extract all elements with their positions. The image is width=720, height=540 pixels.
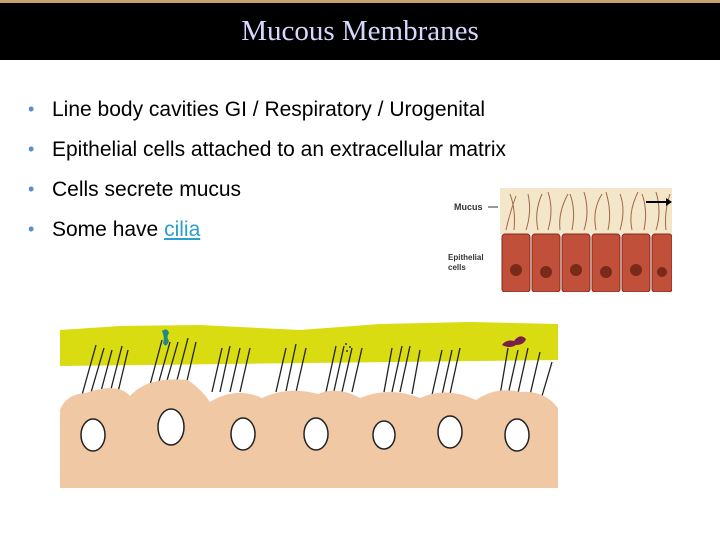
bullet-item: • Some have cilia bbox=[28, 218, 506, 258]
micro-cilia bbox=[505, 191, 671, 231]
bullet-item: • Cells secrete mucus bbox=[28, 178, 506, 218]
micro-arrow-head bbox=[666, 198, 672, 206]
bullet-icon: • bbox=[28, 219, 35, 239]
bullet-icon: • bbox=[28, 179, 35, 199]
epithelium-micrograph: Mucus Epithelial cells bbox=[448, 188, 672, 292]
bullet-icon: • bbox=[28, 139, 35, 159]
mucus-layer bbox=[60, 322, 558, 366]
epithelial-label-line1: Epithelial bbox=[448, 253, 484, 262]
cell-nuclei bbox=[80, 408, 530, 452]
bullet-text: Some have bbox=[52, 218, 165, 241]
cilia-strands bbox=[81, 337, 553, 397]
bullet-text: Line body cavities GI / Respiratory / Ur… bbox=[52, 98, 486, 121]
bullet-item: • Epithelial cells attached to an extrac… bbox=[28, 138, 506, 178]
micro-nuclei bbox=[510, 264, 667, 278]
bullet-list: • Line body cavities GI / Respiratory / … bbox=[28, 98, 506, 258]
particle-dots bbox=[345, 343, 351, 352]
title-bar bbox=[0, 0, 720, 60]
epithelial-label-line2: cells bbox=[448, 263, 466, 272]
slide-title: Mucous Membranes bbox=[241, 15, 479, 47]
mucus-label: Mucus bbox=[454, 202, 483, 212]
bullet-text: Cells secrete mucus bbox=[52, 178, 242, 201]
particle-purple bbox=[502, 336, 526, 347]
micro-mucus-layer bbox=[500, 188, 672, 234]
epithelial-cell-layer bbox=[60, 379, 558, 488]
bullet-item: • Line body cavities GI / Respiratory / … bbox=[28, 98, 506, 138]
micro-cells bbox=[501, 233, 672, 292]
bullet-icon: • bbox=[28, 99, 35, 119]
particle-teal bbox=[162, 329, 169, 346]
bullet-text: Epithelial cells attached to an extracel… bbox=[52, 138, 507, 161]
cilia-link[interactable]: cilia bbox=[164, 218, 201, 241]
